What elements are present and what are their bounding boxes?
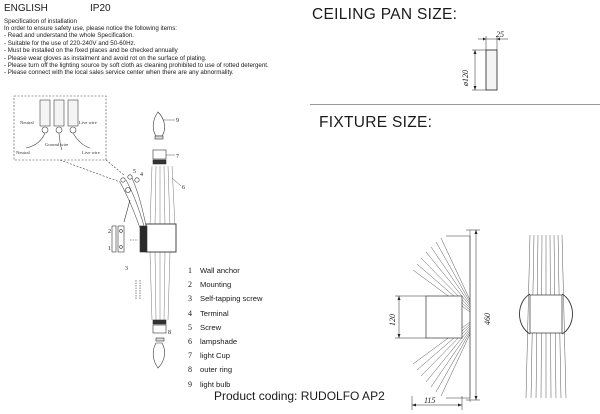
- callout-number: 8: [168, 330, 171, 336]
- ceiling-width-dim: 25: [496, 30, 504, 39]
- bottom-bulb: [152, 342, 165, 369]
- wire-label-live-top: Live wire: [79, 120, 97, 125]
- callout-number: 7: [176, 154, 179, 160]
- wire-label-ground: Ground wire: [45, 142, 68, 147]
- ceiling-pan-title: CEILING PAN SIZE:: [312, 6, 458, 23]
- top-bulb: [152, 111, 165, 137]
- spec-line: - Please wear gloves as instalment and a…: [4, 54, 207, 62]
- product-coding: Product coding: RUDOLFO AP2: [214, 389, 385, 403]
- callout-number: 4: [140, 172, 143, 178]
- section-divider: [310, 104, 600, 105]
- callout-number: 5: [133, 169, 136, 175]
- ceiling-pan-drawing: [472, 36, 508, 91]
- exploded-assembly: [111, 111, 182, 369]
- spec-line: - Please connect with the local sales se…: [4, 69, 234, 77]
- spec-list: In order to ensure safety use, please no…: [4, 25, 269, 77]
- ip-rating: IP20: [90, 3, 111, 14]
- wire-label-live-bottom: Live wire: [82, 150, 100, 155]
- wire-label-neutral-bottom: Neutral: [16, 150, 30, 155]
- ceiling-diameter-dim: ø120: [461, 70, 470, 87]
- callout-number: 6: [182, 185, 185, 191]
- spec-title: Specification of installation: [4, 18, 77, 25]
- wire-label-neutral-top: Neutral: [20, 120, 34, 125]
- fixture-depth-dim: 115: [424, 396, 435, 405]
- spec-line: - Must be installed on the fixed places …: [4, 47, 178, 55]
- language-label: ENGLISH: [4, 3, 48, 14]
- fixture-front-drawing: [395, 229, 480, 410]
- spec-line: - Read and understand the whole Specific…: [4, 32, 135, 40]
- fixture-height-dim: 460: [483, 313, 492, 325]
- callout-number: 9: [176, 118, 179, 124]
- wiring-inset: [13, 95, 125, 183]
- callout-number: 3: [125, 266, 128, 272]
- fixture-plate-dim: 120: [388, 314, 397, 326]
- fixture-side-drawing: [519, 234, 573, 399]
- spec-line: In order to ensure safety use, please no…: [4, 25, 178, 32]
- callout-number: 2: [108, 229, 111, 235]
- callout-number: 1: [108, 246, 111, 252]
- spec-line: - Suitable for the use of 220-240V and 5…: [4, 39, 136, 47]
- fixture-size-title: FIXTURE SIZE:: [319, 114, 433, 131]
- spec-line: - Please turn off the lighting source by…: [4, 62, 269, 70]
